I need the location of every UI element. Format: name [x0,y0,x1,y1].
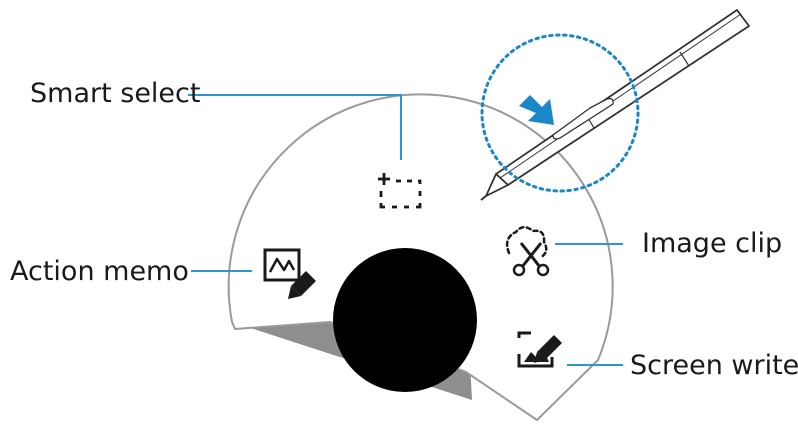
label-image-clip: Image clip [642,230,782,257]
s-pen-button-icon [519,95,554,125]
label-screen-write: Screen write [630,352,798,379]
label-action-memo: Action memo [10,258,189,285]
air-command-center-button[interactable] [333,248,477,392]
label-smart-select: Smart select [30,80,200,107]
